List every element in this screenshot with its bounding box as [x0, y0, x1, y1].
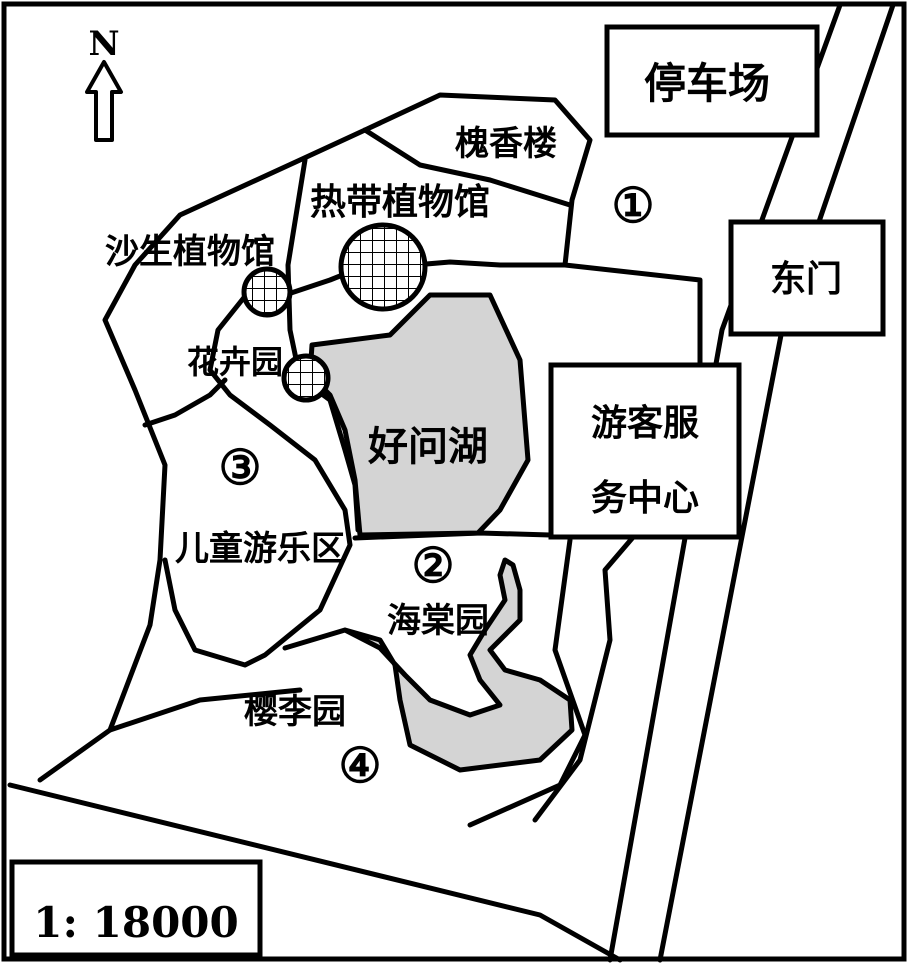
east-gate [728, 219, 886, 337]
visitor-center-label-line2: 务中心 [591, 477, 699, 519]
park-boundary-north [362, 92, 703, 368]
visitor-center-label-line1: 游客服 [591, 402, 699, 444]
path-tropical-west [285, 157, 308, 381]
parking-lot [604, 24, 820, 138]
marker-4: ④ [338, 738, 381, 794]
marker-1: ① [611, 178, 654, 234]
haowen-lake [307, 292, 531, 538]
east-gate-label: 东门 [770, 258, 842, 300]
park-boundary-west [37, 127, 368, 783]
north-arrow-icon [85, 60, 123, 142]
desert-greenhouse-label: 沙生植物馆 [105, 232, 275, 272]
cherry-plum-north-line [107, 687, 303, 733]
path-east-garden [532, 532, 638, 823]
parking-label: 停车场 [644, 59, 770, 108]
flower-garden-label: 花卉园 [187, 343, 283, 381]
path-flower-west [142, 377, 228, 428]
south-road-line [7, 782, 623, 963]
visitor-center [548, 362, 742, 540]
cherry-plum-garden-label: 樱李园 [244, 692, 346, 732]
flower-garden-building [281, 353, 331, 403]
begonia-garden-label: 海棠园 [387, 601, 489, 641]
tropical-greenhouse-building [338, 222, 428, 312]
north-label: N [88, 24, 119, 64]
scale-box [9, 859, 263, 958]
stream [282, 557, 575, 773]
scale-label: 1: 18000 [33, 898, 238, 947]
marker-2: ② [411, 538, 454, 594]
desert-greenhouse-building [241, 266, 293, 318]
tropical-greenhouse-label: 热带植物馆 [310, 181, 490, 223]
marker-3: ③ [218, 440, 261, 496]
huaixiang-tower-label: 槐香楼 [455, 124, 557, 164]
path-playground-loop [162, 287, 353, 668]
children-playground-label: 儿童游乐区 [175, 529, 345, 569]
path-huaixiang [362, 127, 573, 208]
haowen-lake-label: 好问湖 [367, 423, 488, 470]
